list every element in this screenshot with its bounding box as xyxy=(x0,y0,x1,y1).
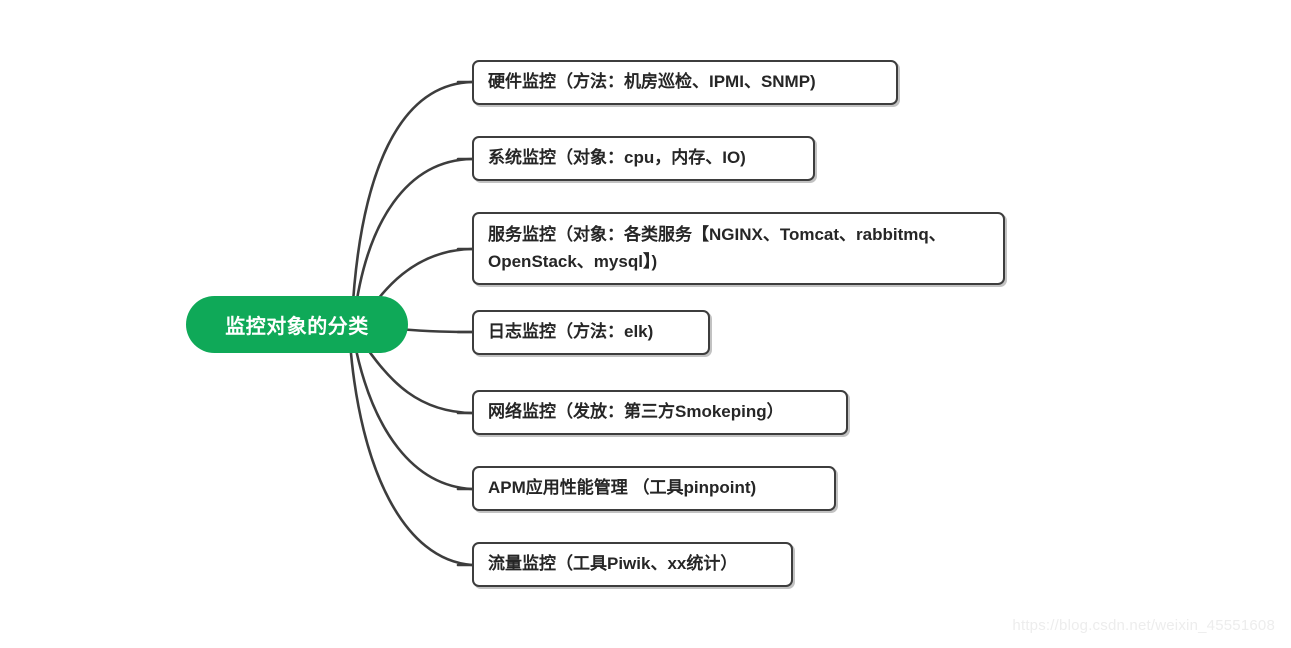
branch-node-service-monitoring[interactable]: 服务监控（对象：各类服务【NGINX、Tomcat、rabbitmq、OpenS… xyxy=(472,212,1005,285)
watermark: https://blog.csdn.net/weixin_45551608 xyxy=(1012,617,1275,634)
branch-node-label: APM应用性能管理 （工具pinpoint) xyxy=(488,478,757,498)
branch-node-network-monitoring[interactable]: 网络监控（发放：第三方Smokeping） xyxy=(472,390,848,435)
branch-node-label: 网络监控（发放：第三方Smokeping） xyxy=(488,402,784,422)
edge-to-branch-6 xyxy=(352,338,474,491)
branch-node-label: 硬件监控（方法：机房巡检、IPMI、SNMP) xyxy=(488,72,816,92)
branch-node-traffic-monitoring[interactable]: 流量监控（工具Piwik、xx统计） xyxy=(472,542,793,587)
root-node[interactable]: 监控对象的分类 xyxy=(186,296,408,353)
branch-node-log-monitoring[interactable]: 日志监控（方法：elk) xyxy=(472,310,710,355)
branch-node-apm-monitoring[interactable]: APM应用性能管理 （工具pinpoint) xyxy=(472,466,836,511)
branch-node-label: 日志监控（方法：elk) xyxy=(488,322,654,342)
edge-to-branch-1 xyxy=(350,80,474,320)
branch-node-label: 流量监控（工具Piwik、xx统计） xyxy=(488,554,738,574)
branch-node-label: 服务监控（对象：各类服务【NGINX、Tomcat、rabbitmq、OpenS… xyxy=(488,225,946,271)
edge-to-branch-7 xyxy=(348,340,474,567)
branch-node-label: 系统监控（对象：cpu，内存、IO) xyxy=(488,148,746,168)
branch-node-hardware-monitoring[interactable]: 硬件监控（方法：机房巡检、IPMI、SNMP) xyxy=(472,60,898,105)
root-node-label: 监控对象的分类 xyxy=(225,316,369,338)
branch-node-system-monitoring[interactable]: 系统监控（对象：cpu，内存、IO) xyxy=(472,136,815,181)
